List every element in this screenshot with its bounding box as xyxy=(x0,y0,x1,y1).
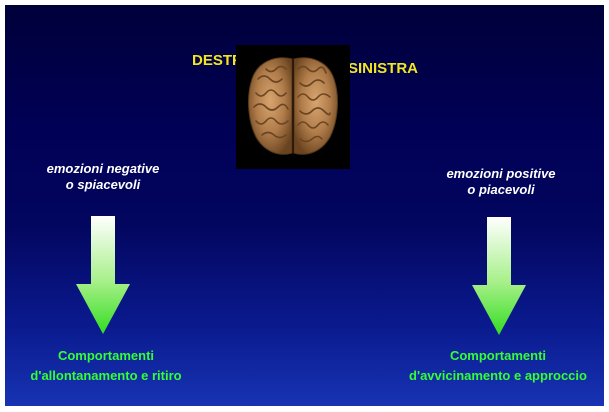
approach-behaviors-line1: Comportamenti xyxy=(449,348,547,363)
negative-emotions-text: emozioni negative o spiacevoli xyxy=(23,161,183,193)
down-arrow-icon xyxy=(76,216,130,334)
withdrawal-behaviors-text: Comportamenti d'allontanamento e ritiro xyxy=(11,346,201,386)
positive-emotions-line1: emozioni positive xyxy=(446,166,556,181)
positive-emotions-text: emozioni positive o piacevoli xyxy=(421,166,581,198)
approach-behaviors-text: Comportamenti d'avvicinamento e approcci… xyxy=(393,346,603,386)
negative-emotions-line2: o spiacevoli xyxy=(65,177,141,192)
withdrawal-behaviors-line2: d'allontanamento e ritiro xyxy=(30,368,182,383)
positive-emotions-line2: o piacevoli xyxy=(467,182,535,197)
brain-image xyxy=(236,45,350,169)
label-sinistra: SINISTRA xyxy=(348,60,419,77)
slide-background: DESTRA SINISTRA xyxy=(5,5,604,406)
down-arrow-icon xyxy=(472,217,526,335)
brain-icon xyxy=(248,57,338,155)
negative-emotions-line1: emozioni negative xyxy=(46,161,160,176)
approach-behaviors-line2: d'avvicinamento e approccio xyxy=(409,368,587,383)
withdrawal-behaviors-line1: Comportamenti xyxy=(57,348,155,363)
